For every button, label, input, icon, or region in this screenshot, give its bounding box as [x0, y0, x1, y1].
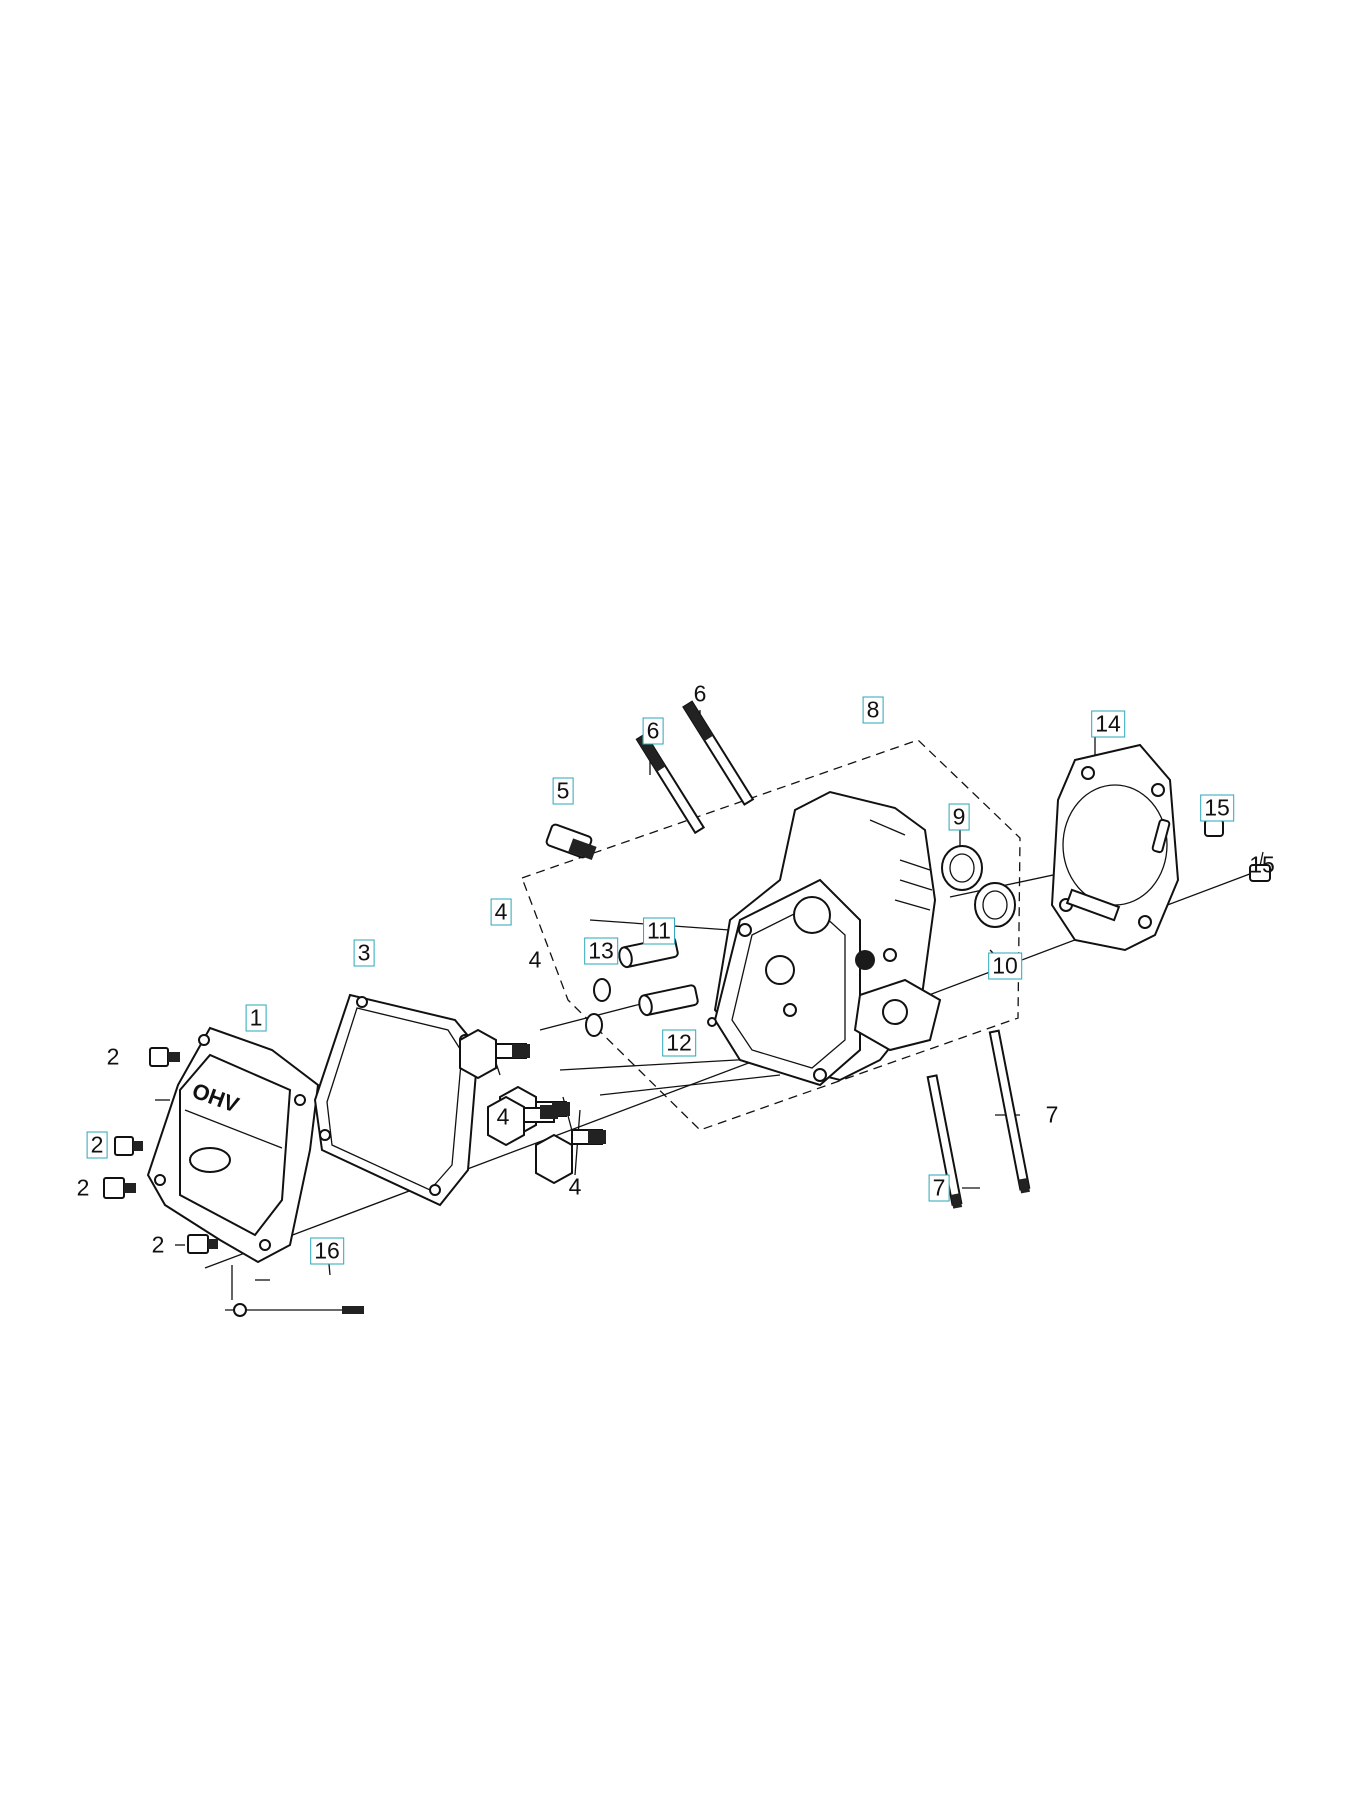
callout-14: 14 — [1091, 710, 1125, 738]
head-bolt — [459, 1028, 530, 1080]
head-bolt — [535, 1129, 606, 1185]
callout-2d: 2 — [151, 1231, 165, 1258]
callout-5: 5 — [552, 777, 574, 805]
callout-2c: 2 — [76, 1174, 90, 1201]
cover-bolts — [103, 1047, 218, 1254]
callout-11: 11 — [643, 917, 675, 945]
cover-bolt — [149, 1047, 180, 1067]
callout-16: 16 — [310, 1237, 344, 1265]
callout-1: 1 — [245, 1004, 267, 1032]
breather-screw — [233, 1303, 364, 1317]
callout-13: 13 — [584, 937, 618, 965]
callout-15a: 15 — [1200, 794, 1234, 822]
lower-studs — [926, 1029, 1031, 1209]
o-rings — [585, 978, 611, 1037]
push-rod-tubes — [618, 936, 699, 1017]
dowel-pins — [1204, 819, 1271, 882]
cylinder-head — [713, 790, 942, 1087]
callout-2a: 2 — [106, 1043, 120, 1070]
callout-8: 8 — [862, 696, 884, 724]
callout-4b: 4 — [528, 946, 542, 973]
callout-2b: 2 — [86, 1131, 108, 1159]
callout-10: 10 — [988, 952, 1022, 980]
callout-4c: 4 — [496, 1103, 510, 1130]
callout-15b: 15 — [1249, 851, 1275, 878]
head-bolts — [459, 1028, 606, 1185]
callout-7a: 7 — [1045, 1101, 1059, 1128]
cylinder-head-assembly-outline — [521, 739, 1021, 1131]
callout-9: 9 — [948, 803, 970, 831]
callout-6a: 6 — [642, 717, 664, 745]
cover-gasket — [313, 993, 480, 1207]
callout-4d: 4 — [568, 1173, 582, 1200]
part-12-marker — [707, 1017, 717, 1027]
head-gasket — [1050, 743, 1180, 952]
callout-6b: 6 — [693, 680, 707, 707]
callout-4a: 4 — [490, 898, 512, 926]
cover-bolt — [114, 1136, 143, 1156]
callout-3: 3 — [353, 939, 375, 967]
cover-bolt — [187, 1234, 218, 1254]
cover-bolt — [103, 1177, 136, 1199]
head-bolt — [487, 1095, 558, 1147]
valve-cover: OHV — [146, 1026, 320, 1264]
valve-seal-9 — [941, 845, 983, 891]
callout-12: 12 — [662, 1029, 696, 1057]
valve-seal-10 — [974, 882, 1016, 928]
callout-7b: 7 — [928, 1174, 950, 1202]
spark-plug — [545, 823, 597, 861]
